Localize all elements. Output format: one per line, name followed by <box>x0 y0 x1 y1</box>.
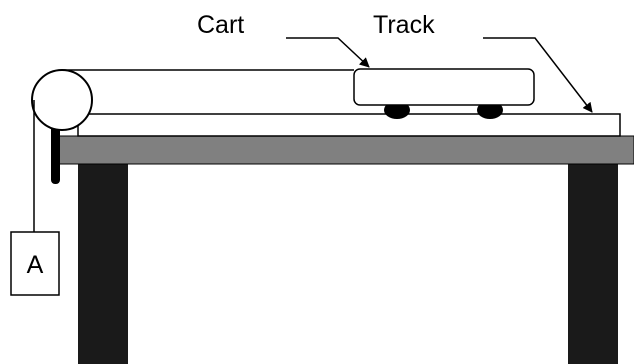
track-label: Track <box>373 11 435 39</box>
hanging-mass-label: A <box>27 251 44 279</box>
cart-label: Cart <box>197 11 244 39</box>
hanging-mass <box>10 231 60 296</box>
track-leader-line <box>483 37 593 113</box>
pulley <box>31 69 93 131</box>
table-top <box>57 135 634 165</box>
table-leg-right <box>568 155 618 364</box>
cart-body <box>353 68 535 106</box>
table-leg-left <box>78 155 128 364</box>
cart-leader-line <box>286 37 370 68</box>
track <box>77 113 621 137</box>
